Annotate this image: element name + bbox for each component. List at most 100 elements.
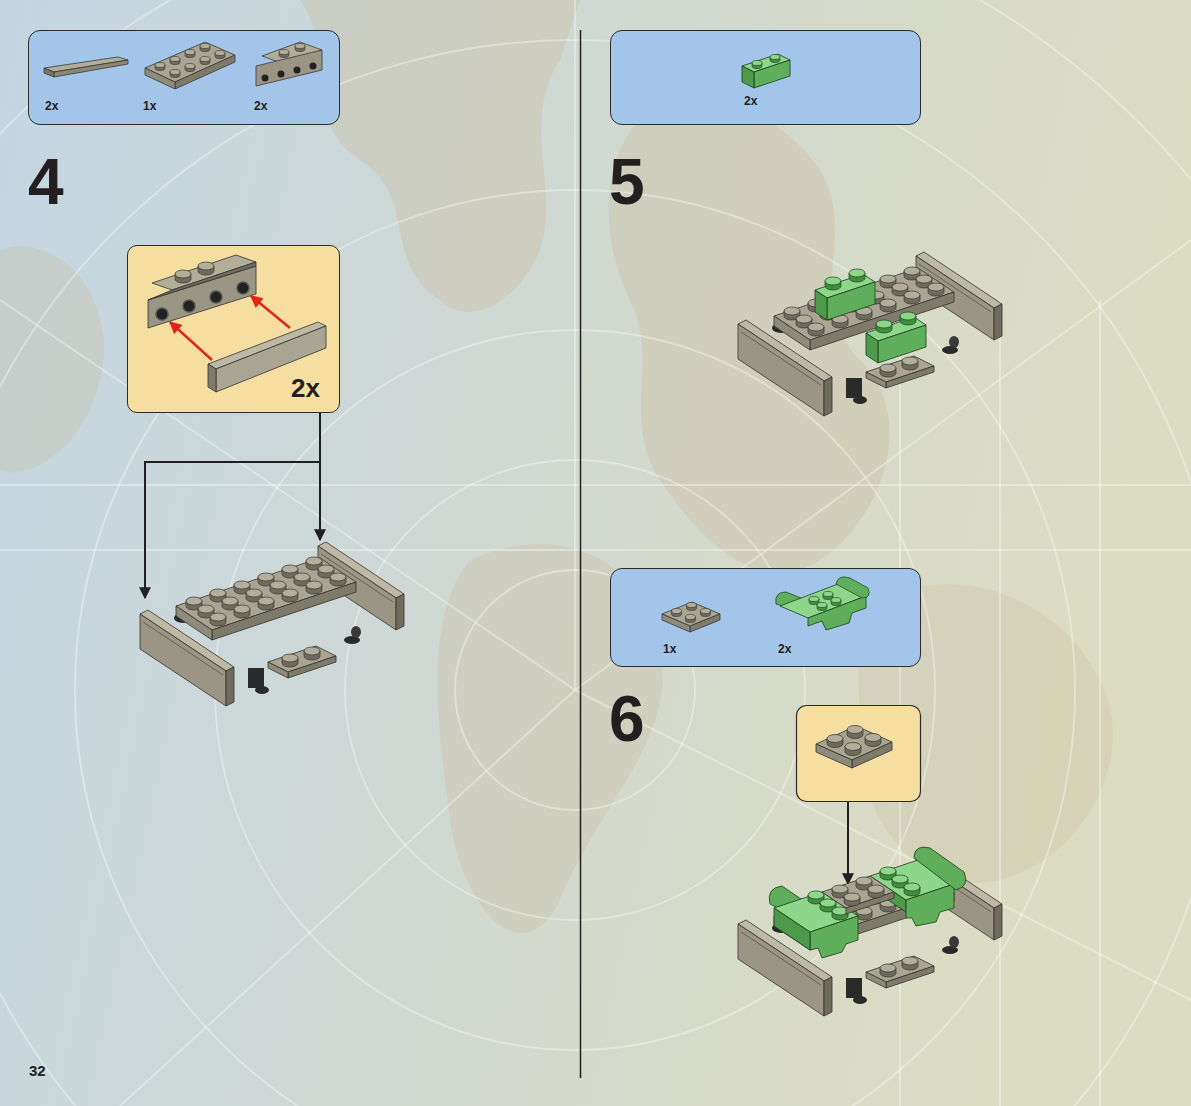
column-divider <box>580 30 582 1078</box>
bracket-icon <box>310 63 317 70</box>
step-6-callout <box>797 706 921 885</box>
part-count: 2x <box>254 98 267 114</box>
part-count: 2x <box>744 93 757 109</box>
step-4-callout-parts <box>183 300 195 312</box>
step-4-callout-parts <box>251 296 290 328</box>
step-4-arrows <box>319 462 321 540</box>
step-6-callout <box>827 735 843 748</box>
part-count: 1x <box>663 641 676 657</box>
step-6-model <box>914 847 966 890</box>
bracket-icon <box>256 50 322 86</box>
step-4-model <box>140 542 404 706</box>
step-6-callout <box>847 726 863 739</box>
step-4-callout-parts <box>208 364 216 392</box>
tile-icon <box>44 57 128 72</box>
plate-icon <box>215 51 225 59</box>
step-4-callout-parts <box>148 262 256 300</box>
green-brick-icon <box>752 61 762 69</box>
map-ground <box>1099 300 1101 1106</box>
mudguard-icon <box>809 597 819 605</box>
bracket-icon <box>279 50 289 58</box>
parts-list-box: 2x <box>610 30 921 125</box>
map-ground <box>574 0 576 690</box>
tile-icon <box>44 57 128 77</box>
step-number: 6 <box>609 687 645 751</box>
bracket-icon <box>256 42 322 86</box>
step-4-callout-parts <box>237 282 249 294</box>
step-4-callout-parts <box>156 308 168 320</box>
step-6-callout <box>845 743 861 756</box>
part-count: 2x <box>778 641 791 657</box>
mudguard-icon <box>836 577 869 598</box>
step-6-model <box>844 893 860 906</box>
step-4-model <box>140 542 404 706</box>
green-brick-icon <box>742 66 754 88</box>
bracket-icon <box>295 44 305 52</box>
bracket-icon <box>278 71 285 78</box>
step-number: 5 <box>609 150 645 214</box>
step-6-model <box>868 885 884 898</box>
green-brick-icon <box>742 54 790 72</box>
map-ground <box>0 549 1191 551</box>
step-4-callout-parts <box>208 322 326 369</box>
plate-icon <box>185 50 195 58</box>
plate-2x2-icon <box>701 609 711 617</box>
plate-2x2-icon <box>690 614 720 632</box>
step-4-callout-parts <box>170 322 212 360</box>
step-5-model <box>815 269 875 320</box>
mudguard-icon <box>831 598 841 606</box>
step-4-callout-parts <box>210 291 222 303</box>
map-ground <box>999 300 1001 1106</box>
plate-icon <box>155 63 165 71</box>
step-5-model <box>738 252 1002 416</box>
green-brick-icon <box>770 55 780 63</box>
plate-2x2-icon <box>662 602 720 626</box>
step-4-callout-parts <box>216 326 326 392</box>
plate-2x2-icon <box>687 603 697 611</box>
map-ground <box>575 240 1191 690</box>
bracket-icon <box>262 75 269 82</box>
map-ground <box>575 690 1191 1000</box>
plate-icon <box>170 70 180 78</box>
plate-icon <box>145 68 175 89</box>
step-number: 4 <box>28 150 64 214</box>
part-count: 1x <box>143 98 156 114</box>
step-4-callout-parts <box>175 270 191 283</box>
mudguard-icon <box>808 596 866 630</box>
parts-list-box: 2x1x2x <box>28 30 340 125</box>
page-number: 32 <box>29 1063 46 1078</box>
step-4-callout-parts <box>152 255 256 290</box>
plate-icon <box>170 57 180 65</box>
bracket-icon <box>294 67 301 74</box>
mudguard-icon <box>776 577 869 630</box>
map-ground <box>0 484 1191 486</box>
green-brick-icon <box>754 60 790 88</box>
mudguard-icon <box>823 592 833 600</box>
step-6-model <box>810 916 858 958</box>
tile-icon <box>44 68 54 77</box>
label-slot: 5 <box>609 150 645 214</box>
step-6-model <box>904 883 920 896</box>
label-slot: 6 <box>609 687 645 751</box>
plate-icon <box>145 42 235 89</box>
parts-list-box: 1x 2x <box>610 568 921 667</box>
plate-icon <box>145 42 235 82</box>
label-slot: 4 <box>28 150 64 214</box>
plate-icon <box>200 44 210 52</box>
map-ground <box>899 300 901 1106</box>
plate-2x2-icon <box>686 615 696 623</box>
step-6-model <box>774 908 810 950</box>
step-5-model <box>866 312 926 363</box>
step-6-callout <box>865 734 881 747</box>
step-4-callout-parts <box>148 255 326 392</box>
tile-icon <box>54 60 128 77</box>
plate-2x2-icon <box>662 602 720 632</box>
plate-2x2-icon <box>662 614 690 632</box>
